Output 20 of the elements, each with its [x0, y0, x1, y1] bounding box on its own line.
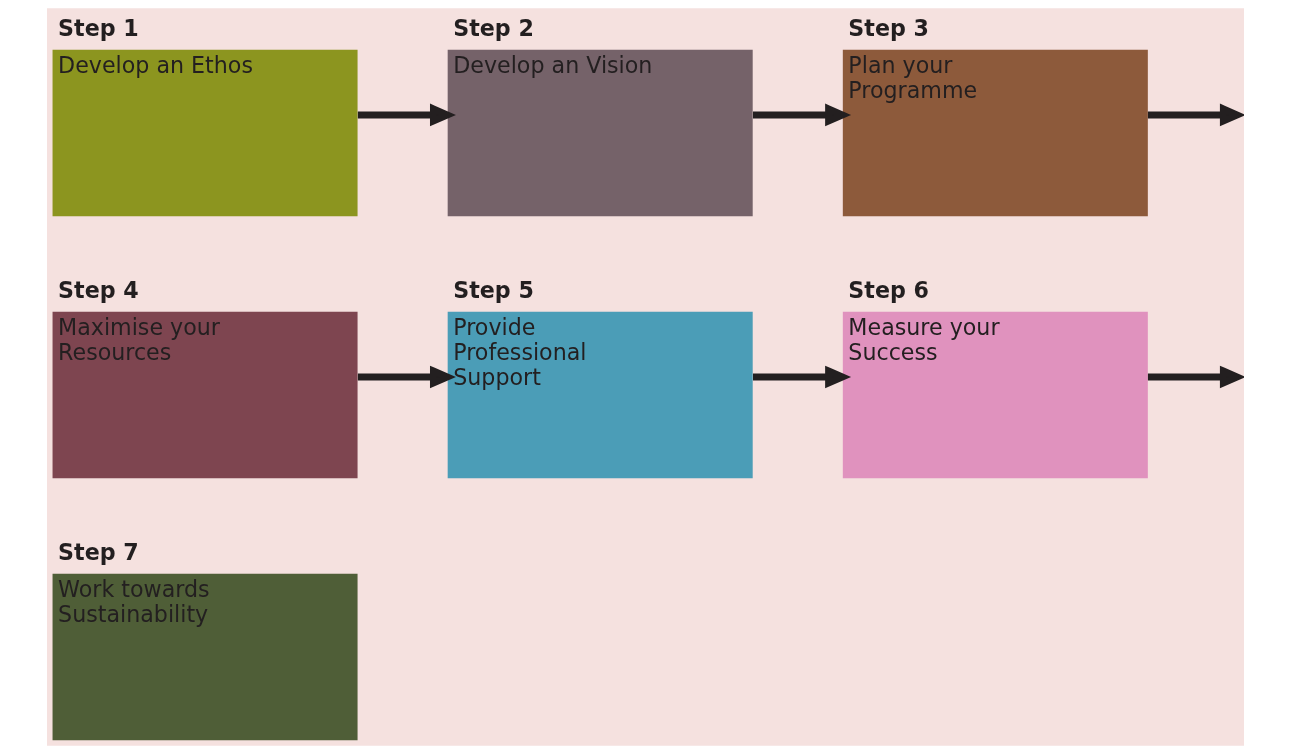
node-box: Measure your Success [842, 311, 1148, 479]
node-box: Work towards Sustainability [52, 573, 358, 741]
arrow [753, 103, 852, 127]
node-label: Step 4 [58, 276, 139, 303]
node-label: Step 1 [58, 14, 139, 41]
node-label: Step 6 [848, 276, 929, 303]
node-box: Develop an Vision [447, 49, 753, 217]
arrow [1147, 365, 1244, 389]
node-box: Plan your Programme [842, 49, 1148, 217]
node-label: Step 7 [58, 538, 139, 565]
node-box: Maximise your Resources [52, 311, 358, 479]
arrow [357, 365, 456, 389]
node-label: Step 2 [453, 14, 534, 41]
arrow [753, 365, 852, 389]
node-label: Step 3 [848, 14, 929, 41]
arrow [357, 103, 456, 127]
arrow [1147, 103, 1244, 127]
node-box: Develop an Ethos [52, 49, 358, 217]
node-box: Provide Professional Support [447, 311, 753, 479]
node-label: Step 5 [453, 276, 534, 303]
